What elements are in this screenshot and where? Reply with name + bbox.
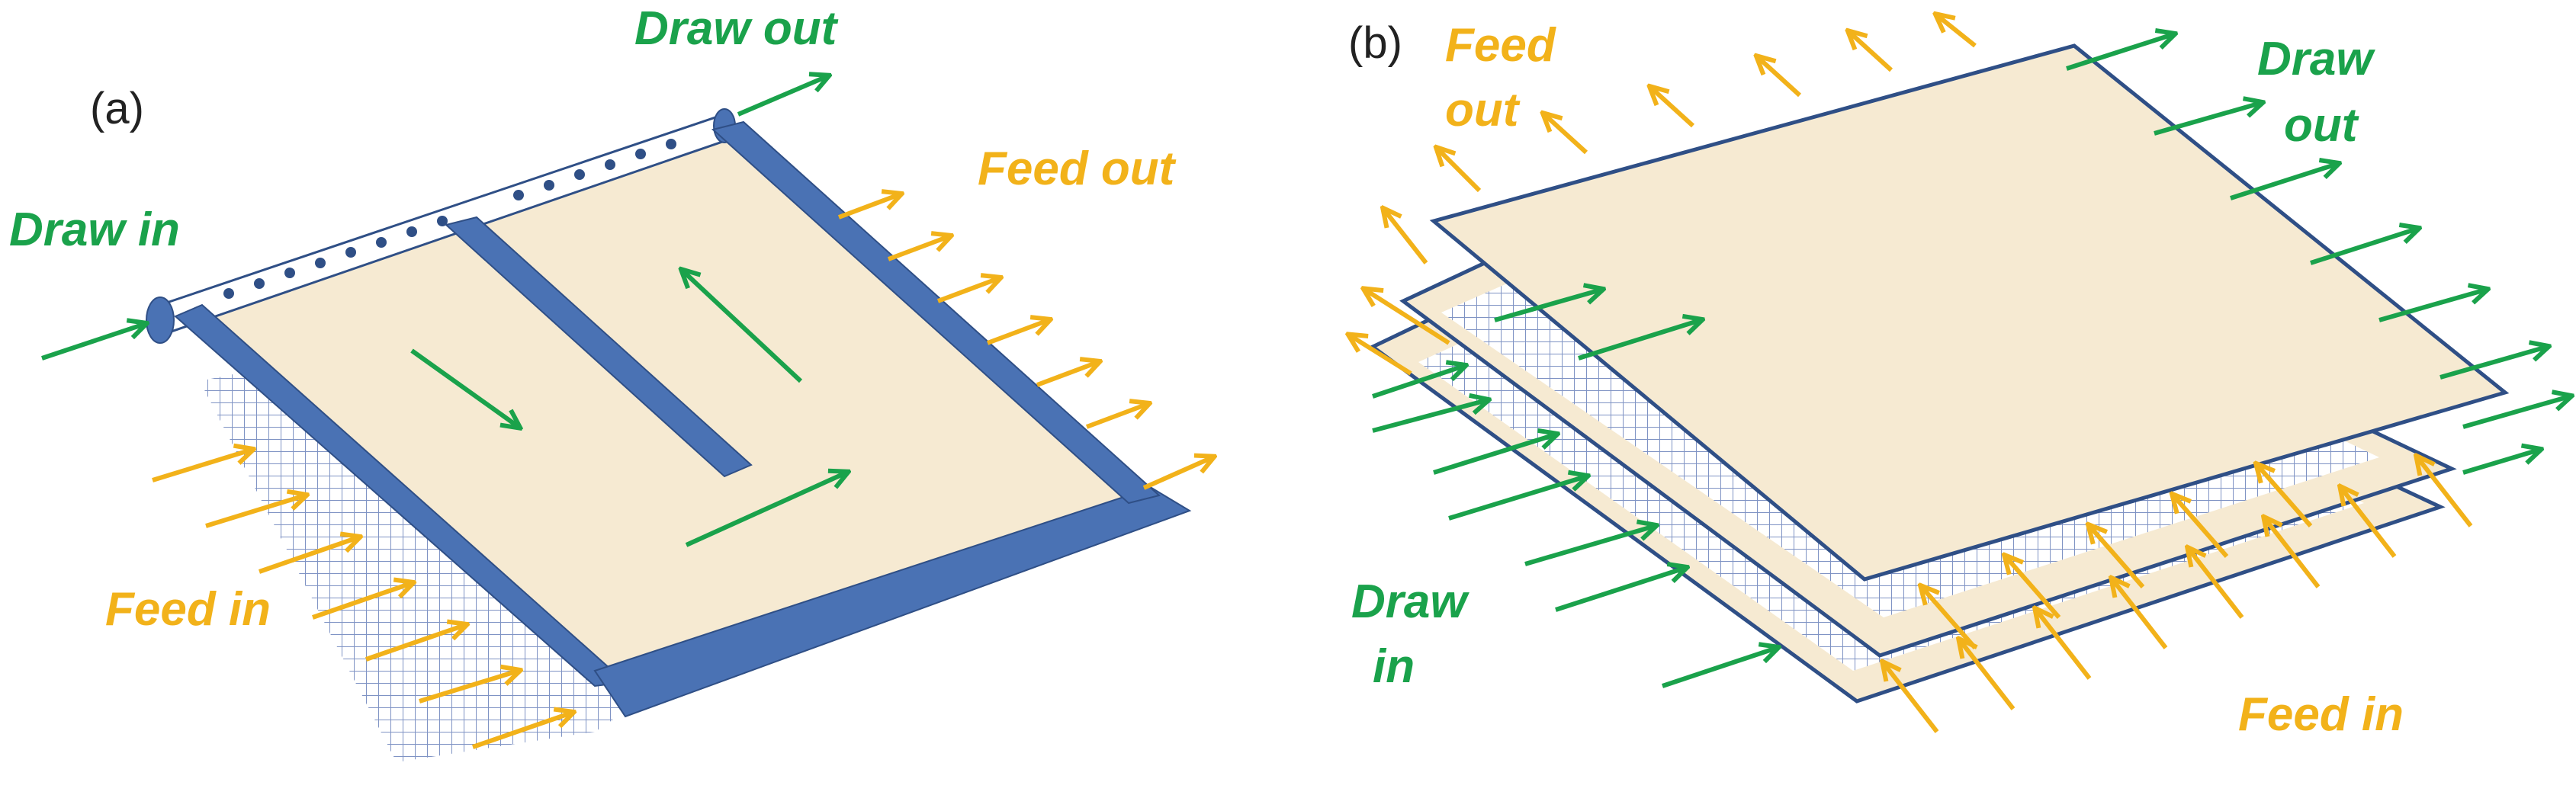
draw-out-label: Draw out [634, 2, 839, 55]
draw-out-arrows-b [2066, 34, 2570, 475]
draw-out-arrow [737, 76, 827, 117]
membrane-sheet-top [1429, 43, 2510, 582]
frame-right-bar [711, 120, 1161, 505]
feed-out-label-1: Feed [1445, 19, 1556, 72]
panel-a-label: (a) [90, 84, 144, 133]
draw-in-arrows-b [1372, 290, 1777, 688]
frame-bottom-bar [593, 486, 1192, 718]
feed-out-label-2: out [1445, 84, 1521, 136]
feed-out-label: Feed out [978, 143, 1177, 195]
feed-in-arrows [152, 450, 572, 749]
tube-end-left [146, 297, 175, 344]
draw-out-label-2: out [2284, 99, 2359, 152]
draw-out-label-1: Draw [2257, 33, 2375, 85]
feed-out-arrows [837, 194, 1213, 490]
panel-b-label: (b) [1348, 18, 1402, 68]
draw-in-arrow [41, 324, 145, 361]
flow-arrow-across [685, 473, 846, 547]
feed-in-label-b: Feed in [2238, 688, 2404, 741]
feed-in-label: Feed in [105, 583, 271, 636]
panel-b: (b) Feed out [1348, 15, 2570, 741]
tube-holes [223, 139, 676, 299]
panel-a: (a) Draw in Draw out [9, 2, 1213, 762]
flow-arrow-down [410, 348, 519, 427]
flow-arrow-up [683, 271, 803, 383]
feed-out-arrows-b [1350, 15, 1977, 376]
baffle-bar [444, 216, 753, 478]
draw-in-label-1: Draw [1351, 575, 1469, 628]
draw-in-label: Draw in [9, 204, 180, 256]
draw-in-label-2: in [1373, 640, 1415, 693]
internal-flow-arrows [410, 271, 846, 547]
feed-in-arrows-b [1884, 457, 2473, 733]
